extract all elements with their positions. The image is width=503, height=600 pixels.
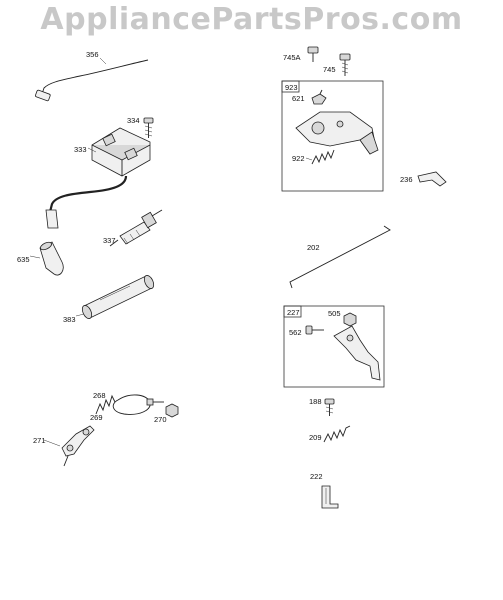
label-337: 337 (103, 236, 116, 245)
label-268: 268 (93, 391, 106, 400)
label-188: 188 (309, 397, 322, 406)
part-209-spring[interactable] (323, 425, 351, 443)
part-562-bolt[interactable] (305, 325, 324, 335)
part-745A-screw[interactable] (307, 46, 319, 62)
part-227-bracket[interactable] (333, 325, 381, 381)
part-745-bolt[interactable] (339, 53, 351, 76)
part-635-boot[interactable] (39, 241, 64, 276)
label-621: 621 (292, 94, 305, 103)
part-188-screw[interactable] (324, 398, 335, 416)
part-505-nut[interactable] (343, 312, 357, 327)
label-269: 269 (90, 413, 103, 422)
part-621-clip[interactable] (311, 89, 327, 105)
part-356-ground-wire[interactable] (35, 59, 149, 102)
label-236: 236 (400, 175, 413, 184)
label-334: 334 (127, 116, 140, 125)
label-227: 227 (287, 308, 300, 317)
part-269-cable[interactable] (112, 394, 164, 415)
label-209: 209 (309, 433, 322, 442)
watermark: AppliancePartsPros.com (40, 2, 463, 37)
part-334-screw[interactable] (143, 117, 154, 138)
label-222: 222 (310, 472, 323, 481)
label-562: 562 (289, 328, 302, 337)
part-270-nut[interactable] (165, 403, 179, 418)
assembly-box-227 (283, 305, 385, 388)
label-745: 745 (323, 65, 336, 74)
label-383: 383 (63, 315, 76, 324)
assembly-box-923 (281, 80, 384, 192)
label-356: 356 (86, 50, 99, 59)
part-202-rod[interactable] (289, 225, 391, 289)
part-222-bracket[interactable] (321, 485, 339, 509)
part-923-governor-plate[interactable] (295, 111, 379, 155)
part-268-spring[interactable] (95, 394, 116, 415)
label-635: 635 (17, 255, 30, 264)
part-271-lever[interactable] (61, 425, 95, 467)
label-270: 270 (154, 415, 167, 424)
part-922-spring[interactable] (311, 149, 335, 165)
label-202: 202 (307, 243, 320, 252)
part-236-link[interactable] (417, 171, 447, 187)
label-923: 923 (285, 83, 298, 92)
part-383-housing[interactable] (80, 274, 155, 320)
part-337-spark-plug[interactable] (109, 209, 163, 247)
label-333: 333 (74, 145, 87, 154)
label-505: 505 (328, 309, 341, 318)
label-271: 271 (33, 436, 46, 445)
label-922: 922 (292, 154, 305, 163)
part-333-armature[interactable] (45, 127, 151, 229)
label-745A: 745A (283, 53, 301, 62)
